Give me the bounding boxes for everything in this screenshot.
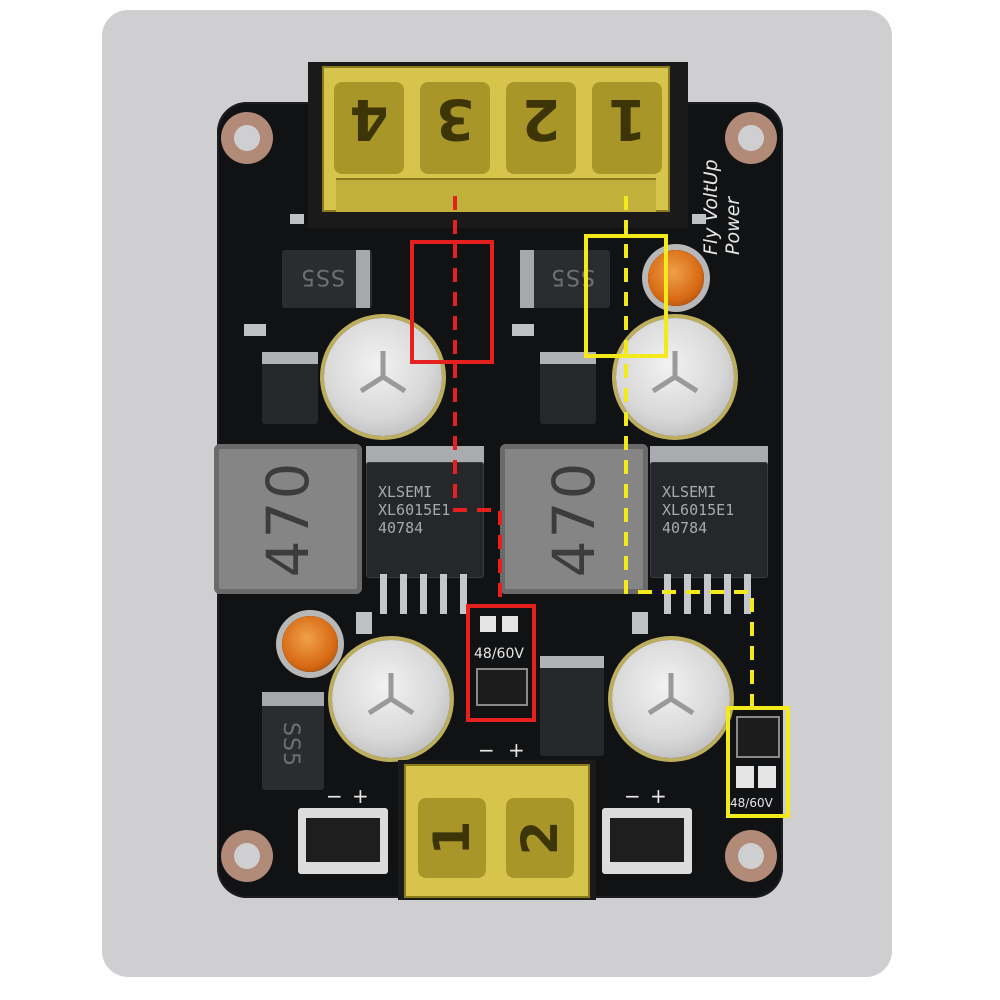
mosfet-right — [540, 352, 596, 424]
terminal-screw-2: 2 — [506, 82, 576, 174]
mosfet-tab — [540, 656, 604, 668]
mounting-hole-icon — [221, 112, 273, 164]
terminal-screw-3: 3 — [420, 82, 490, 174]
ic-lot: 40784 — [378, 519, 424, 537]
regulator-ic-left: XLSEMI XL6015E1 40784 — [366, 462, 484, 578]
diode-band — [356, 250, 370, 308]
ic-pin — [704, 574, 711, 614]
ic-pin — [440, 574, 447, 614]
fan-connector-right[interactable] — [602, 808, 692, 874]
solder-pad — [736, 766, 754, 788]
ic-brand: XLSEMI — [662, 483, 717, 501]
ic-part: XL6015E1 — [378, 501, 451, 519]
dashed-trace-line — [453, 196, 502, 606]
highlight-box-yellow — [726, 706, 790, 818]
capacitor-vent-icon — [651, 351, 699, 394]
terminal-screw-1: 1 — [418, 798, 486, 878]
mounting-hole-icon — [725, 112, 777, 164]
inductor-left: 470 — [214, 444, 362, 594]
orange-capacitor — [648, 250, 704, 306]
capacitor-vent-icon — [359, 351, 407, 394]
smd-resistor — [244, 324, 266, 336]
electrolytic-capacitor — [324, 318, 442, 436]
jumper-header[interactable] — [476, 668, 528, 706]
polarity-plus: + — [650, 784, 667, 808]
electrolytic-capacitor — [612, 640, 730, 758]
terminal-screw-2: 2 — [506, 798, 574, 878]
diode-band — [520, 250, 534, 308]
jumper-label: 48/60V — [474, 646, 524, 662]
highlight-box-red — [410, 240, 494, 364]
ic-lot: 40784 — [662, 519, 708, 537]
smd-resistor — [356, 612, 372, 634]
inductor-right: 470 — [500, 444, 648, 594]
electrolytic-capacitor — [332, 640, 450, 758]
terminal-screw-4: 4 — [334, 82, 404, 174]
dashed-trace-line — [624, 196, 754, 708]
top-terminal-skirt — [336, 178, 656, 212]
mounting-hole-icon — [725, 830, 777, 882]
polarity-minus: − — [478, 738, 495, 762]
orange-capacitor — [282, 616, 338, 672]
polarity-minus: − — [326, 784, 343, 808]
solder-pad — [502, 616, 518, 632]
connector-socket — [610, 818, 684, 862]
electrolytic-capacitor — [616, 318, 734, 436]
ic-pin — [724, 574, 731, 614]
smd-resistor — [692, 214, 706, 224]
smd-resistor — [512, 324, 534, 336]
ic-tab — [650, 446, 768, 466]
polarity-plus: + — [508, 738, 525, 762]
mosfet-bottom — [540, 660, 604, 756]
diode-band — [262, 692, 324, 706]
regulator-ic-right: XLSEMI XL6015E1 40784 — [650, 462, 768, 578]
connector-socket — [306, 818, 380, 862]
smd-resistor — [632, 612, 648, 634]
highlight-box-red — [466, 604, 536, 722]
solder-pad — [758, 766, 776, 788]
diode-top-right: SS5 — [520, 250, 610, 308]
mosfet-tab — [540, 352, 596, 364]
jumper-header[interactable] — [736, 716, 780, 758]
highlight-box-yellow — [584, 234, 668, 358]
polarity-plus: + — [352, 784, 369, 808]
capacitor-vent-icon — [647, 673, 695, 716]
fan-connector-left[interactable] — [298, 808, 388, 874]
ic-pin — [400, 574, 407, 614]
ic-part: XL6015E1 — [662, 501, 735, 519]
terminal-screw-1: 1 — [592, 82, 662, 174]
ic-brand: XLSEMI — [378, 483, 433, 501]
mosfet-left — [262, 352, 318, 424]
mosfet-tab — [262, 352, 318, 364]
capacitor-vent-icon — [367, 673, 415, 716]
jumper-label: 48/60V — [730, 796, 773, 810]
ic-pin — [420, 574, 427, 614]
smd-resistor — [290, 214, 304, 224]
mounting-hole-icon — [221, 830, 273, 882]
solder-pad — [480, 616, 496, 632]
ic-pin — [460, 574, 467, 614]
polarity-minus: − — [624, 784, 641, 808]
diode-bottom-left: SS5 — [262, 700, 324, 790]
ic-pin — [380, 574, 387, 614]
